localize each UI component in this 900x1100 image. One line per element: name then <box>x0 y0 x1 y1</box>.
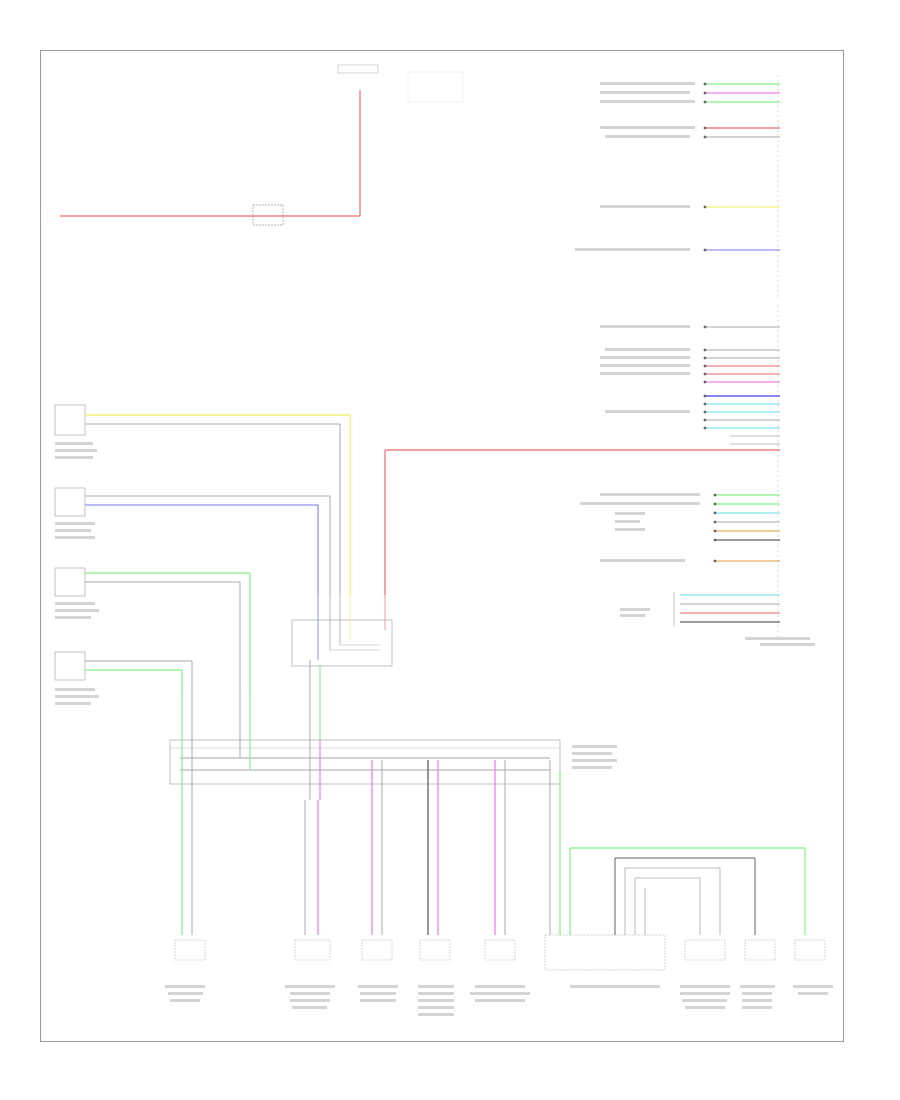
junction-connector-box <box>252 204 284 226</box>
main-bus-box <box>169 690 617 800</box>
central-junction-connector <box>291 595 393 740</box>
bottom-branches <box>165 760 833 1016</box>
right-connector-column <box>384 75 815 646</box>
top-power-feed <box>60 64 464 226</box>
left-signal-sources <box>54 404 351 705</box>
diagram-frame <box>40 50 844 1042</box>
